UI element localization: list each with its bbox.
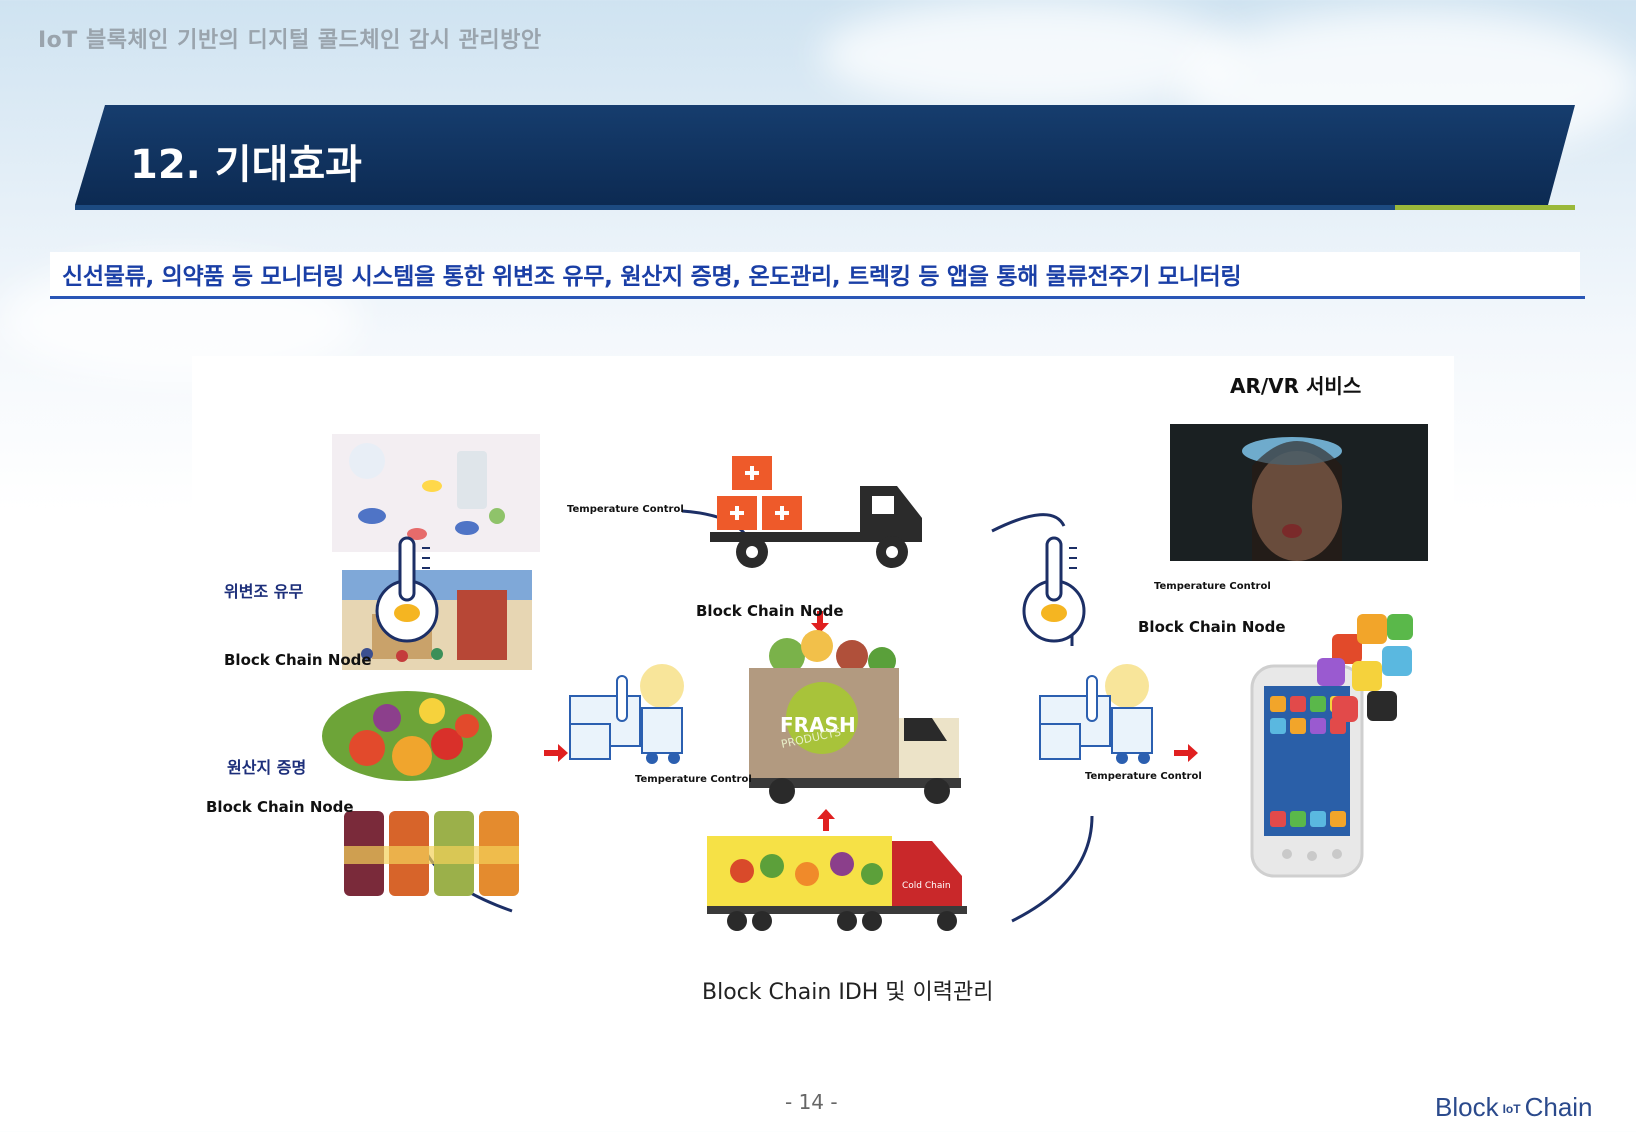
warehouse-truck-icon-right	[1039, 664, 1153, 764]
document-header: IoT 블록체인 기반의 디지털 콜드체인 감시 관리방안	[38, 28, 542, 53]
node-label-center: Block Chain Node	[696, 602, 844, 620]
medicine-photo	[332, 434, 540, 552]
brand-right: Chain	[1524, 1092, 1593, 1122]
red-arrows	[544, 611, 1198, 831]
page-number: - 14 -	[785, 1090, 838, 1114]
thermometer-icon-right	[1022, 536, 1086, 643]
temp-label-top-left: Temperature Control	[567, 504, 684, 515]
subtitle-box	[50, 252, 1580, 296]
thermometer-icon-left	[375, 536, 439, 643]
subtitle-underline	[50, 296, 1585, 299]
frash-label: FRASH	[780, 713, 856, 737]
sky-cloud	[820, 0, 1240, 110]
title-accent	[1395, 205, 1575, 210]
arvr-photo	[1170, 424, 1428, 561]
temp-label-mid-left: Temperature Control	[635, 774, 752, 785]
diagram-caption: Block Chain IDH 및 이력관리	[702, 980, 994, 1005]
brand-iot: IoT	[1502, 1102, 1521, 1117]
arrow-right-icon	[1174, 744, 1198, 762]
medical-truck-icon	[710, 456, 922, 568]
smartphone-apps	[1250, 614, 1413, 878]
subtitle: 신선물류, 의약품 등 모니터링 시스템을 통한 위변조 유무, 원산지 증명,…	[62, 264, 1242, 290]
arrow-down-icon	[811, 611, 829, 633]
page-title: 12. 기대효과	[130, 142, 362, 188]
fresh-products-truck	[749, 630, 961, 804]
temp-label-mid-right: Temperature Control	[1085, 771, 1202, 782]
arvr-title: AR/VR 서비스	[1230, 374, 1362, 398]
forgery-label: 위변조 유무	[224, 582, 304, 601]
cold-chain-diagram: FRASH PRODUCTS Cold Chain AR/VR 서비스 위변조 …	[192, 356, 1454, 1028]
temp-label-top-right: Temperature Control	[1154, 581, 1271, 592]
title-banner	[75, 105, 1575, 205]
origin-label: 원산지 증명	[227, 758, 307, 777]
diagram-graphics: FRASH PRODUCTS Cold Chain	[322, 424, 1428, 931]
node-label-left-1: Block Chain Node	[224, 651, 372, 669]
cold-chain-truck	[707, 836, 967, 931]
warehouse-truck-icon-left	[569, 664, 684, 764]
brand-left: Block	[1435, 1092, 1499, 1122]
vegetables-photo	[322, 691, 492, 781]
title-underline	[75, 205, 1575, 210]
connector-line	[1011, 815, 1094, 923]
arrow-up-icon	[817, 809, 835, 831]
cold-chain-label: Cold Chain	[902, 881, 951, 891]
node-label-left-2: Block Chain Node	[206, 798, 354, 816]
connector-line	[991, 513, 1066, 533]
arrow-right-icon	[544, 744, 568, 762]
jars-photo	[344, 811, 519, 896]
node-label-right: Block Chain Node	[1138, 618, 1286, 636]
